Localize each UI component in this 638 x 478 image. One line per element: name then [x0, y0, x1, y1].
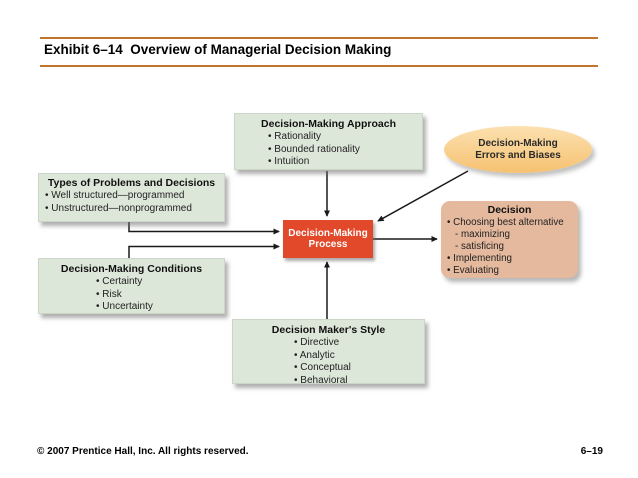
style-box-list: Directive Analytic Conceptual Behavioral — [294, 337, 424, 387]
errors-ellipse-line2: Errors and Biases — [475, 149, 561, 161]
list-item-sub: maximizing — [447, 229, 578, 241]
types-box-title: Types of Problems and Decisions — [47, 177, 216, 189]
errors-biases-ellipse: Decision-Making Errors and Biases — [444, 126, 592, 173]
types-box-list: Well structured—programmed Unstructured—… — [45, 190, 224, 215]
arrow-errors-to-process — [377, 170, 469, 222]
decision-box-title: Decision — [487, 204, 532, 216]
list-item: Behavioral — [294, 375, 424, 388]
decision-box: Decision Choosing best alternative maxim… — [441, 201, 578, 278]
list-item: Unstructured—nonprogrammed — [45, 203, 224, 216]
process-box-line1: Decision-Making — [288, 227, 368, 239]
list-item: Choosing best alternative — [447, 217, 578, 229]
style-box-title: Decision Maker's Style — [271, 324, 386, 336]
list-item: Rationality — [268, 131, 422, 144]
arrow-types-to-process — [128, 222, 280, 235]
conditions-box: Decision-Making Conditions Certainty Ris… — [38, 258, 225, 314]
list-item: Directive — [294, 337, 424, 350]
style-box: Decision Maker's Style Directive Analyti… — [232, 319, 425, 387]
list-item: Analytic — [294, 350, 424, 363]
list-item: Evaluating — [447, 265, 578, 277]
list-item: Intuition — [268, 156, 422, 169]
arrow-conditions-to-process — [128, 243, 280, 258]
list-item: Well structured—programmed — [45, 190, 224, 203]
list-item: Risk — [96, 289, 224, 302]
types-box: Types of Problems and Decisions Well str… — [38, 173, 225, 222]
list-item-sub: satisficing — [447, 241, 578, 253]
list-item: Bounded rationality — [268, 144, 422, 157]
approach-box-title: Decision-Making Approach — [261, 118, 396, 130]
approach-box-list: Rationality Bounded rationality Intuitio… — [268, 131, 422, 169]
copyright-text: © 2007 Prentice Hall, Inc. All rights re… — [37, 446, 249, 457]
page-title: Exhibit 6–14 Overview of Managerial Deci… — [44, 42, 392, 57]
process-box: Decision-Making Process — [283, 220, 373, 258]
page-number: 6–19 — [580, 446, 603, 457]
title-rule-top — [40, 37, 598, 39]
list-item: Conceptual — [294, 362, 424, 375]
conditions-box-list: Certainty Risk Uncertainty — [96, 276, 224, 314]
list-item: Uncertainty — [96, 301, 224, 314]
list-item: Certainty — [96, 276, 224, 289]
decision-box-list: Choosing best alternative maximizing sat… — [447, 217, 578, 277]
list-item: Implementing — [447, 253, 578, 265]
conditions-box-title: Decision-Making Conditions — [60, 263, 203, 275]
process-box-line2: Process — [308, 239, 348, 250]
title-rule-bottom — [40, 65, 598, 67]
errors-ellipse-line1: Decision-Making — [478, 138, 558, 149]
approach-box: Decision-Making Approach Rationality Bou… — [234, 113, 423, 170]
